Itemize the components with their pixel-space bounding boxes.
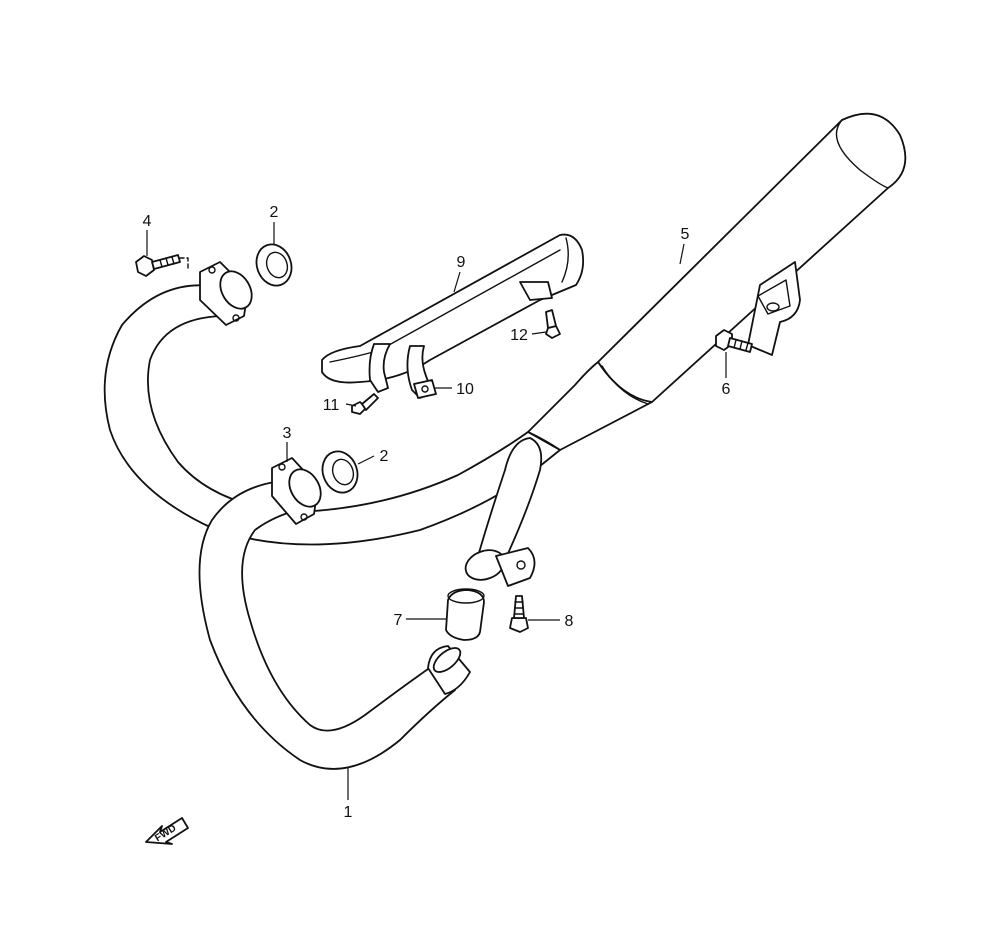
leader-9	[453, 271, 461, 293]
callout-10: 10	[456, 381, 474, 398]
exhaust-flange-lower[interactable]	[271, 457, 327, 525]
callout-labels: 1 2 2 3 4 5 6 7 8 9 10 11 12	[143, 204, 731, 821]
callout-3: 3	[283, 425, 292, 442]
flange-bolt[interactable]	[135, 254, 189, 277]
exhaust-flange-upper[interactable]	[199, 261, 258, 326]
fwd-arrow-icon: FWD	[145, 817, 189, 845]
protector-bolt-front[interactable]	[351, 393, 379, 415]
protector-bolt-rear[interactable]	[545, 309, 561, 339]
callout-11: 11	[323, 397, 340, 414]
callout-4: 4	[143, 213, 152, 230]
callout-2-upper: 2	[270, 204, 279, 221]
callout-1: 1	[344, 804, 353, 821]
callout-8: 8	[565, 613, 574, 630]
callout-7: 7	[394, 612, 403, 629]
gasket-upper[interactable]	[251, 239, 297, 290]
callout-2-lower: 2	[380, 448, 389, 465]
gasket-lower[interactable]	[317, 446, 363, 497]
clamp-bolt[interactable]	[509, 595, 529, 633]
muffler-bolt[interactable]	[715, 329, 753, 353]
leader-5	[679, 243, 685, 265]
exhaust-pipe[interactable]	[103, 284, 561, 770]
leader-2-lower	[357, 455, 375, 465]
callout-6: 6	[722, 381, 731, 398]
leader-lines	[146, 222, 727, 800]
connector-sleeve[interactable]	[445, 588, 485, 641]
callout-12: 12	[510, 327, 528, 344]
callout-5: 5	[681, 226, 690, 243]
leader-11	[345, 403, 357, 407]
heat-shield[interactable]	[321, 233, 585, 399]
protector-clamp[interactable]	[413, 379, 437, 399]
callout-9: 9	[457, 254, 466, 271]
leader-12	[531, 331, 547, 335]
muffler[interactable]	[527, 112, 907, 451]
